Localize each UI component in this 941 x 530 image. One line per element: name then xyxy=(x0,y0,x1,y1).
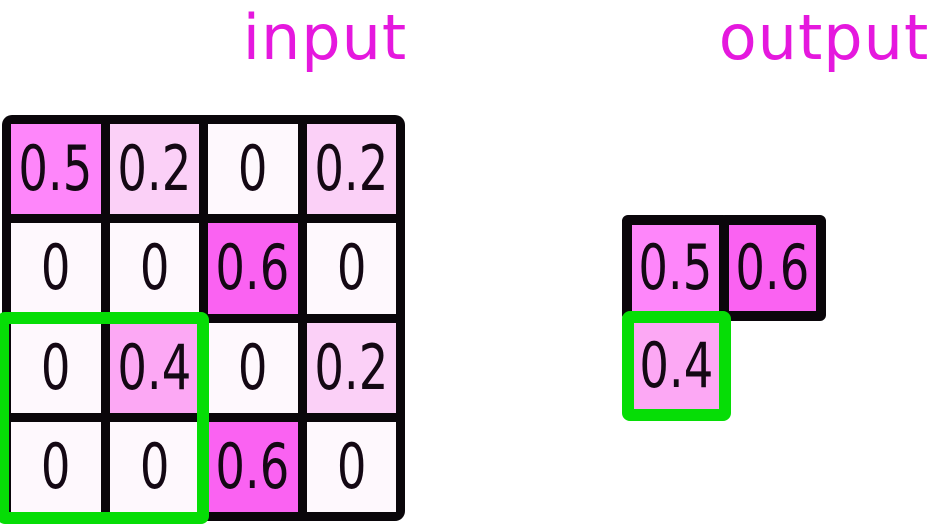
cell-value: 0.2 xyxy=(314,330,389,404)
cell-value: 0.4 xyxy=(639,329,714,402)
input-cell-r3c3: 0 xyxy=(306,421,396,512)
cell-value: 0.6 xyxy=(215,231,290,305)
cell-value: 0.2 xyxy=(314,132,389,206)
input-cell-r3c0: 0 xyxy=(11,421,101,512)
input-cell-r2c3: 0.2 xyxy=(306,322,396,413)
output-cell-r1c0: 0.4 xyxy=(622,311,731,421)
cell-value: 0 xyxy=(139,429,170,503)
cell-value: 0.6 xyxy=(215,429,290,503)
cell-value: 0 xyxy=(40,330,71,404)
cell-value: 0.5 xyxy=(638,231,713,304)
input-cell-r0c1: 0.2 xyxy=(109,124,199,215)
input-title: input xyxy=(242,1,408,74)
input-cell-r0c3: 0.2 xyxy=(306,124,396,215)
input-cell-r2c0: 0 xyxy=(11,322,101,413)
input-cell-r3c2: 0.6 xyxy=(208,421,298,512)
cell-value: 0.6 xyxy=(735,231,810,304)
cell-value: 0 xyxy=(40,429,71,503)
input-cell-r2c2: 0 xyxy=(208,322,298,413)
input-cell-r1c3: 0 xyxy=(306,223,396,314)
pooling-window-highlight xyxy=(0,312,209,524)
output-title: output xyxy=(718,1,930,74)
input-cell-r1c1: 0 xyxy=(109,223,199,314)
output-cell-r0c0: 0.5 xyxy=(622,215,729,321)
cell-value: 0 xyxy=(40,231,71,305)
input-cell-r1c2: 0.6 xyxy=(208,223,298,314)
cell-value: 0 xyxy=(336,231,367,305)
cell-value: 0.2 xyxy=(117,132,192,206)
cell-value: 0.4 xyxy=(117,330,192,404)
output-cell-r0c1: 0.6 xyxy=(719,215,826,321)
cell-value: 0 xyxy=(336,429,367,503)
input-cell-r0c2: 0 xyxy=(208,124,298,215)
cell-value: 0 xyxy=(237,330,268,404)
input-cell-r2c1: 0.4 xyxy=(109,322,199,413)
input-cell-r1c0: 0 xyxy=(11,223,101,314)
input-cell-r3c1: 0 xyxy=(109,421,199,512)
cell-value: 0 xyxy=(237,132,268,206)
cell-value: 0 xyxy=(139,231,170,305)
cell-value: 0.5 xyxy=(18,132,93,206)
input-cell-r0c0: 0.5 xyxy=(11,124,101,215)
